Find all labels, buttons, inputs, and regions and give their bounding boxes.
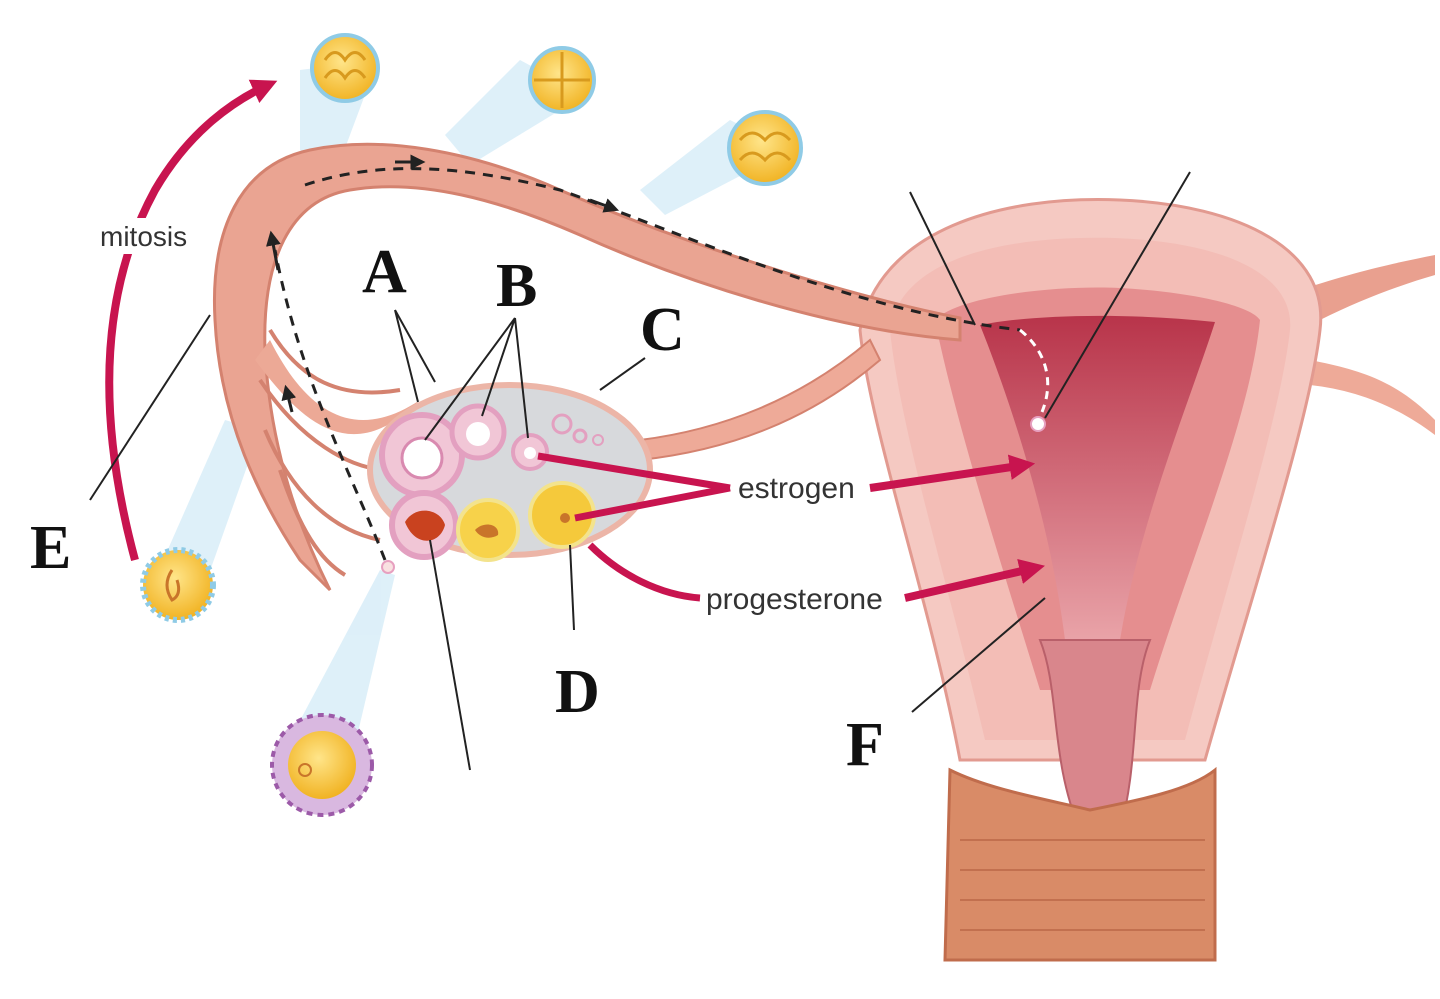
label-E: E (30, 514, 71, 582)
tertiary-follicle (511, 433, 549, 471)
estrogen-arrow-from-corpus (574, 484, 731, 522)
implanted-embryo (1030, 416, 1046, 432)
ovary (367, 382, 653, 562)
estrogen-label: estrogen (738, 472, 855, 505)
hormone-arrows (537, 452, 1045, 602)
cell-images (140, 33, 803, 817)
leader-C (599, 357, 646, 391)
uterine-cavity (980, 315, 1215, 640)
progesterone-arrow-to-uterus (904, 558, 1045, 602)
leader-A (394, 309, 436, 403)
morula-cell (310, 33, 380, 103)
released-egg (381, 560, 395, 574)
leader-top-left (909, 191, 976, 326)
leader-B (424, 317, 529, 441)
progesterone-label: progesterone (706, 583, 883, 616)
egg-path-arrow (281, 384, 297, 413)
label-F: F (846, 711, 884, 779)
leader-top-right (1044, 171, 1191, 419)
label-D: D (555, 658, 600, 726)
fertilized-egg (140, 547, 216, 623)
estrogen-arrow-to-uterus (869, 454, 1036, 492)
leader-E (89, 314, 211, 501)
mitosis-label: mitosis (100, 221, 187, 252)
label-B: B (496, 252, 537, 320)
fimbriae (258, 328, 401, 577)
leader-lines (89, 171, 1191, 771)
estrogen-arrow-from-follicle (537, 452, 731, 492)
vagina (943, 766, 1217, 962)
egg-path-arrow (266, 230, 281, 271)
vagina-ridges (960, 839, 1205, 931)
leader-F (911, 597, 1046, 713)
four-cell-embryo (528, 46, 596, 114)
right-ligament (1310, 360, 1435, 435)
uterus (858, 198, 1435, 962)
egg-path-arrow (589, 198, 620, 213)
leader-bottom (429, 539, 471, 771)
small-follicle (572, 428, 588, 444)
small-follicle (551, 413, 573, 435)
ovulated-oocyte (270, 713, 374, 817)
blastocyst-cell (727, 110, 803, 186)
label-C: C (640, 296, 685, 364)
small-follicle (592, 434, 604, 446)
mitosis-label-bg (92, 218, 204, 254)
implantation-path (1019, 328, 1050, 413)
secondary-follicle (449, 403, 507, 461)
ruptured-follicle (389, 490, 459, 560)
label-A: A (362, 238, 407, 306)
progesterone-arrow-from-corpus (587, 542, 701, 602)
leader-D (569, 544, 575, 631)
forming-corpus-luteum (456, 498, 520, 562)
right-fallopian-tube (1300, 255, 1435, 320)
ovarian-ligament (639, 338, 882, 462)
